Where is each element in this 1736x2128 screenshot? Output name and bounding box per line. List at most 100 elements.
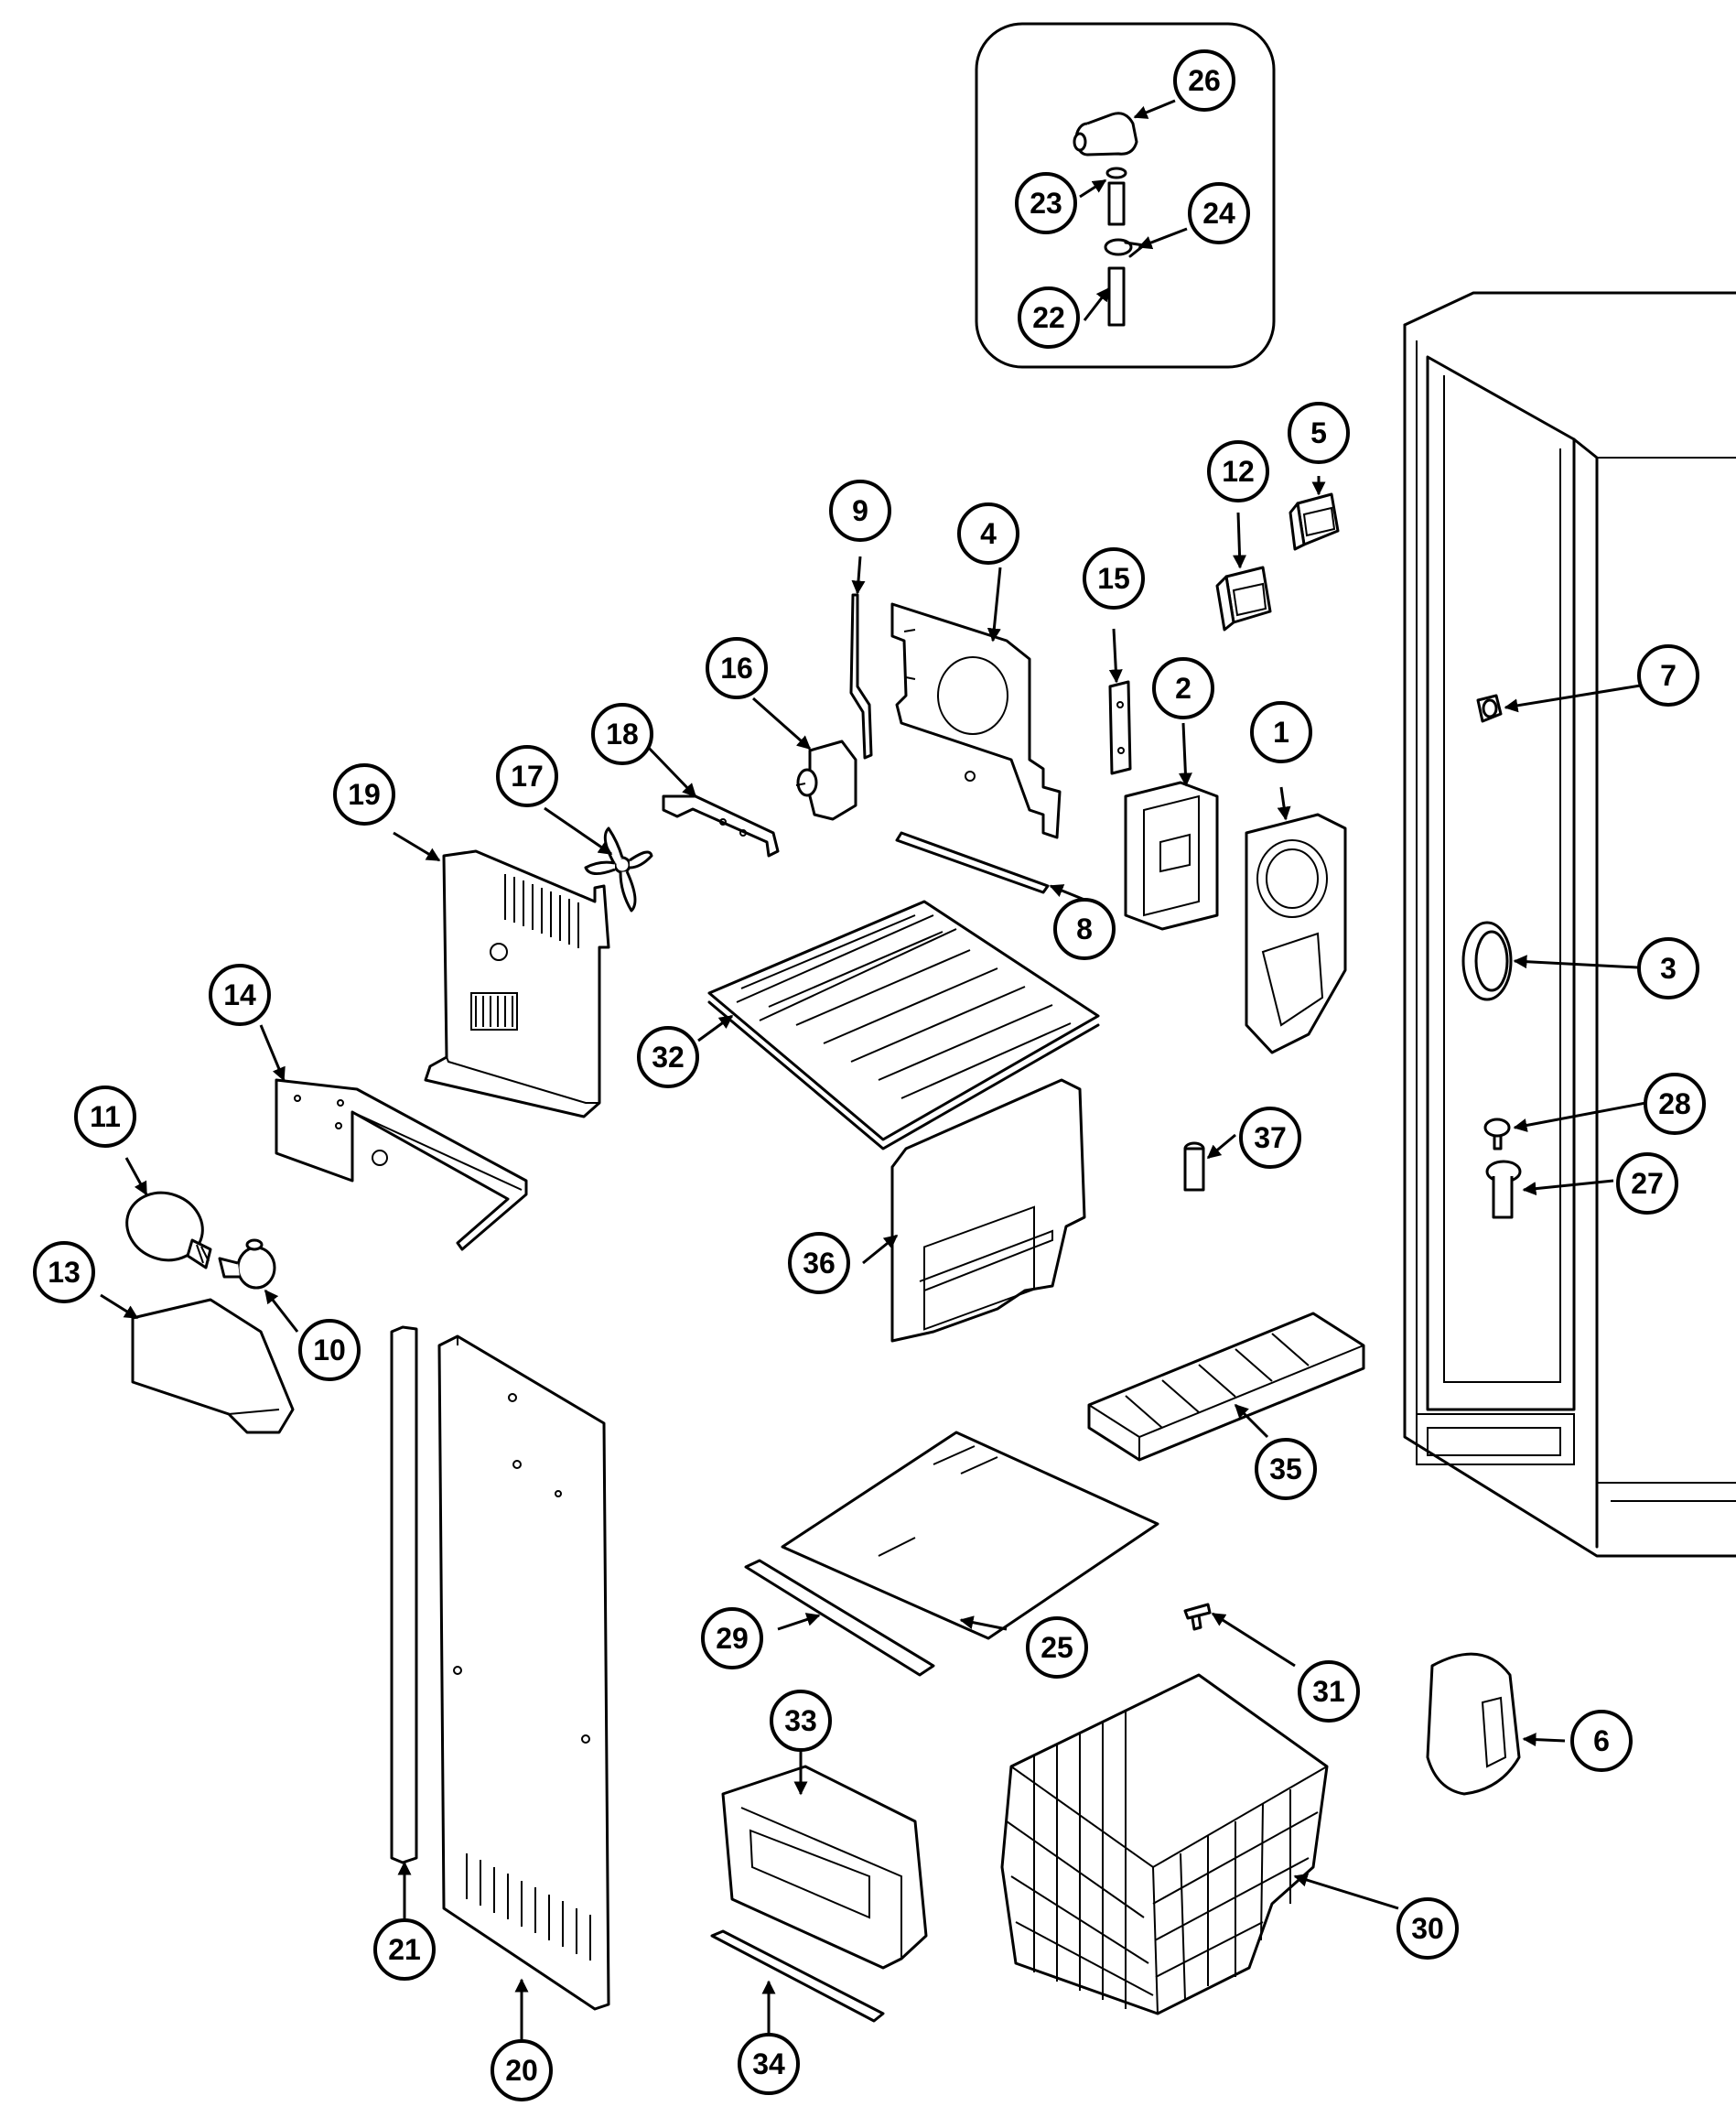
svg-text:8: 8	[1076, 913, 1093, 945]
svg-text:29: 29	[716, 1622, 749, 1655]
svg-text:28: 28	[1658, 1087, 1691, 1120]
callout-22: 22	[1018, 286, 1080, 349]
svg-text:6: 6	[1593, 1724, 1610, 1757]
svg-text:15: 15	[1097, 562, 1130, 595]
part-19-evaporator-cover	[424, 849, 610, 1118]
part-21-strip	[390, 1325, 418, 1864]
svg-text:3: 3	[1660, 952, 1677, 985]
svg-text:24: 24	[1202, 197, 1235, 230]
part-35-ice-tray	[1087, 1312, 1365, 1462]
part-6-cover	[1426, 1652, 1521, 1796]
part-33-bin	[721, 1765, 928, 1970]
part-26-water-valve-fitting	[1073, 112, 1138, 157]
svg-text:1: 1	[1273, 716, 1289, 749]
part-31-clip	[1183, 1603, 1212, 1631]
callout-21: 21	[373, 1918, 436, 1981]
part-2-housing	[1124, 781, 1219, 931]
callout-34: 34	[738, 2033, 800, 2095]
svg-text:10: 10	[313, 1334, 346, 1366]
part-15-bracket	[1108, 680, 1132, 775]
part-3-grommet	[1461, 921, 1513, 1001]
part-32-shelf	[707, 900, 1100, 1150]
callout-14: 14	[209, 964, 271, 1026]
part-10-light-socket	[218, 1238, 276, 1290]
part-36-cover-panel	[890, 1078, 1086, 1343]
callout-37: 37	[1239, 1107, 1301, 1169]
part-5-switch	[1289, 492, 1340, 551]
callout-36: 36	[788, 1232, 850, 1294]
inset-frame	[975, 22, 1276, 369]
callout-19: 19	[333, 763, 395, 826]
svg-text:23: 23	[1030, 187, 1062, 220]
part-13-light-shield	[131, 1298, 295, 1434]
callout-30: 30	[1396, 1897, 1459, 1960]
part-27-bushing	[1485, 1160, 1522, 1219]
callout-2: 2	[1152, 657, 1214, 719]
callout-4: 4	[957, 502, 1019, 565]
part-14-light-bracket	[275, 1078, 528, 1251]
callout-27: 27	[1616, 1152, 1678, 1215]
svg-text:20: 20	[505, 2054, 538, 2087]
svg-text:16: 16	[720, 652, 753, 685]
callout-24: 24	[1188, 182, 1250, 244]
part-9-rod	[849, 593, 873, 760]
svg-text:37: 37	[1254, 1121, 1287, 1154]
callout-9: 9	[829, 480, 891, 542]
part-17-fan-blade	[584, 826, 653, 913]
svg-text:11: 11	[90, 1100, 121, 1133]
svg-text:21: 21	[388, 1933, 421, 1966]
part-7-plug	[1476, 694, 1503, 723]
callout-11: 11	[74, 1086, 136, 1148]
part-24-clamp	[1104, 238, 1146, 258]
svg-text:2: 2	[1175, 672, 1191, 705]
callout-35: 35	[1255, 1438, 1317, 1500]
callout-5: 5	[1288, 402, 1350, 464]
svg-text:35: 35	[1269, 1453, 1302, 1485]
svg-text:4: 4	[980, 517, 997, 550]
callout-7: 7	[1637, 644, 1699, 707]
callout-28: 28	[1644, 1073, 1706, 1135]
part-11-light-bulb	[125, 1191, 212, 1269]
svg-text:17: 17	[511, 760, 544, 793]
part-29-shelf-trim	[744, 1559, 935, 1677]
callout-16: 16	[706, 637, 768, 699]
callout-17: 17	[496, 745, 558, 807]
callout-23: 23	[1015, 172, 1077, 234]
svg-text:36: 36	[803, 1247, 836, 1280]
svg-text:18: 18	[606, 718, 639, 751]
callout-26: 26	[1173, 49, 1235, 112]
part-28-screw	[1483, 1118, 1511, 1150]
part-8-strip	[895, 831, 1050, 894]
part-23-tube-with-nut	[1105, 167, 1127, 226]
callout-29: 29	[701, 1607, 763, 1669]
callout-32: 32	[637, 1026, 699, 1088]
svg-text:30: 30	[1411, 1912, 1444, 1945]
svg-text:25: 25	[1041, 1631, 1073, 1664]
callout-10: 10	[298, 1319, 361, 1381]
part-1-damper-housing	[1245, 813, 1347, 1054]
cabinet-liner	[1403, 291, 1736, 1558]
svg-text:13: 13	[48, 1256, 81, 1289]
svg-text:31: 31	[1312, 1675, 1345, 1708]
svg-text:26: 26	[1188, 64, 1221, 97]
callout-13: 13	[33, 1241, 95, 1303]
callout-20: 20	[491, 2039, 553, 2101]
callout-31: 31	[1298, 1660, 1360, 1723]
svg-text:34: 34	[752, 2047, 785, 2080]
svg-text:9: 9	[852, 494, 868, 527]
svg-text:22: 22	[1032, 301, 1065, 334]
callout-1: 1	[1250, 701, 1312, 763]
callout-3: 3	[1637, 937, 1699, 999]
callout-6: 6	[1570, 1710, 1633, 1772]
callout-33: 33	[770, 1690, 832, 1752]
part-16-thermostat	[795, 740, 857, 821]
part-20-panel	[437, 1334, 610, 2011]
callout-18: 18	[591, 703, 653, 765]
part-22-tube	[1107, 266, 1126, 327]
callout-15: 15	[1083, 547, 1145, 610]
callout-25: 25	[1026, 1616, 1088, 1679]
svg-text:12: 12	[1222, 455, 1255, 488]
svg-text:19: 19	[348, 778, 381, 811]
svg-text:32: 32	[652, 1041, 685, 1074]
